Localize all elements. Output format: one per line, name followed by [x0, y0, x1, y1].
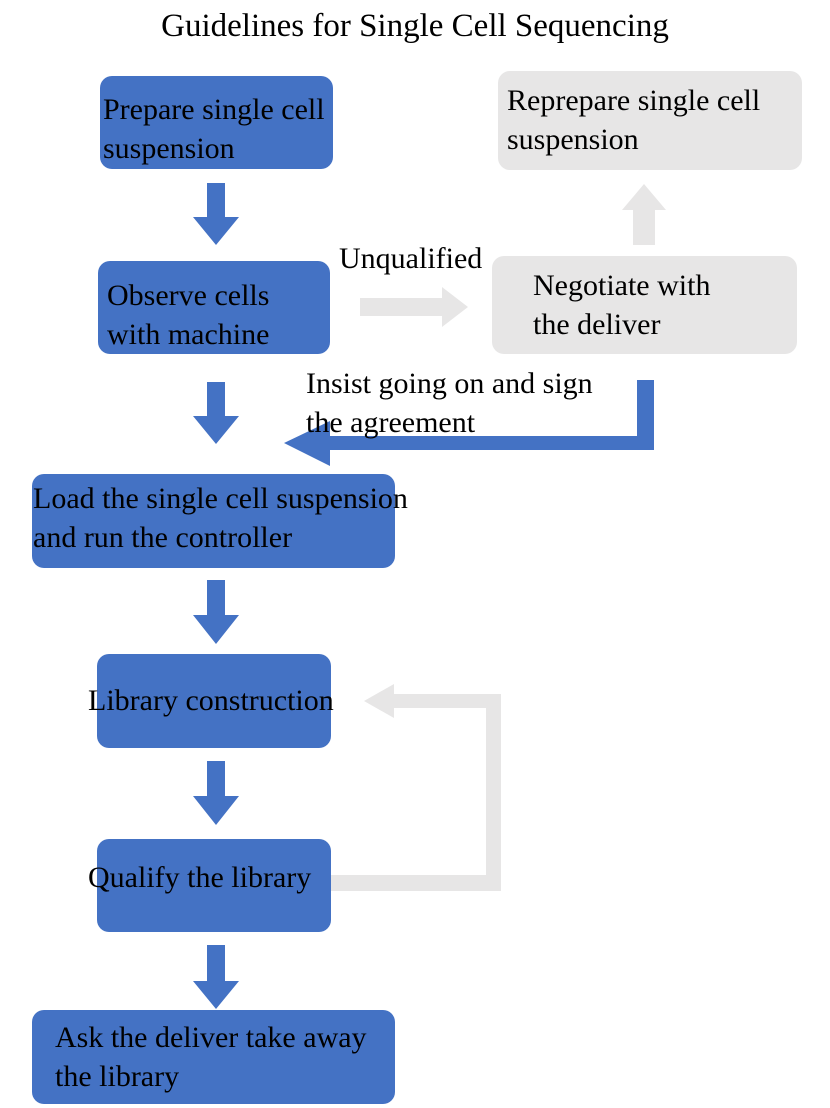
observe-cells-line1: Observe cells	[107, 279, 270, 312]
prepare-suspension-line1: Prepare single cell	[103, 93, 325, 126]
arrow-qualify-to-ask	[193, 945, 239, 1009]
edge-label-insist-line2: the agreement	[306, 406, 476, 439]
reprepare-suspension-label: Reprepare single cell suspension	[507, 81, 760, 159]
observe-cells-line2: with machine	[107, 318, 270, 351]
reprepare-suspension-box	[498, 71, 802, 170]
library-construction-label: Library construction	[88, 681, 334, 720]
arrow-negotiate-to-reprepare	[622, 184, 666, 245]
observe-cells-box	[98, 261, 330, 354]
load-suspension-line2: and run the controller	[33, 521, 293, 554]
arrow-observe-to-negotiate	[360, 287, 468, 327]
ask-deliver-line2: the library	[55, 1060, 180, 1093]
negotiate-deliver-label: Negotiate with the deliver	[533, 266, 710, 344]
prepare-suspension-box	[100, 76, 333, 169]
diagram-title: Guidelines for Single Cell Sequencing	[161, 8, 669, 44]
negotiate-deliver-line2: the deliver	[533, 308, 661, 341]
qualify-library-box	[97, 839, 331, 932]
edge-label-unqualified: Unqualified	[339, 242, 483, 275]
arrow-load-to-library	[193, 580, 239, 644]
arrow-qualify-to-library	[331, 684, 501, 891]
arrow-observe-to-load	[193, 382, 239, 444]
reprepare-suspension-line1: Reprepare single cell	[507, 84, 761, 117]
qualify-library-line1: Qualify the library	[88, 861, 312, 894]
ask-deliver-box	[32, 1010, 395, 1104]
arrow-library-to-qualify	[193, 761, 239, 825]
negotiate-deliver-line1: Negotiate with	[533, 269, 711, 302]
load-suspension-box	[32, 474, 395, 568]
load-suspension-label: Load the single cell suspension and run …	[33, 479, 408, 557]
prepare-suspension-line2: suspension	[103, 132, 235, 165]
prepare-suspension-label: Prepare single cell suspension	[103, 90, 325, 168]
library-construction-box	[97, 654, 331, 748]
qualify-library-label: Qualify the library	[88, 858, 311, 897]
ask-deliver-label: Ask the deliver take away the library	[55, 1018, 367, 1096]
edge-label-insist: Insist going on and sign the agreement	[306, 364, 593, 442]
library-construction-line1: Library construction	[88, 684, 334, 717]
arrow-negotiate-to-load	[284, 380, 654, 466]
arrow-prepare-to-observe	[193, 183, 239, 245]
edge-label-insist-line1: Insist going on and sign	[306, 367, 593, 400]
reprepare-suspension-line2: suspension	[507, 123, 639, 156]
ask-deliver-line1: Ask the deliver take away	[55, 1021, 367, 1054]
negotiate-deliver-box	[492, 256, 797, 354]
observe-cells-label: Observe cells with machine	[107, 276, 269, 354]
load-suspension-line1: Load the single cell suspension	[33, 482, 408, 515]
